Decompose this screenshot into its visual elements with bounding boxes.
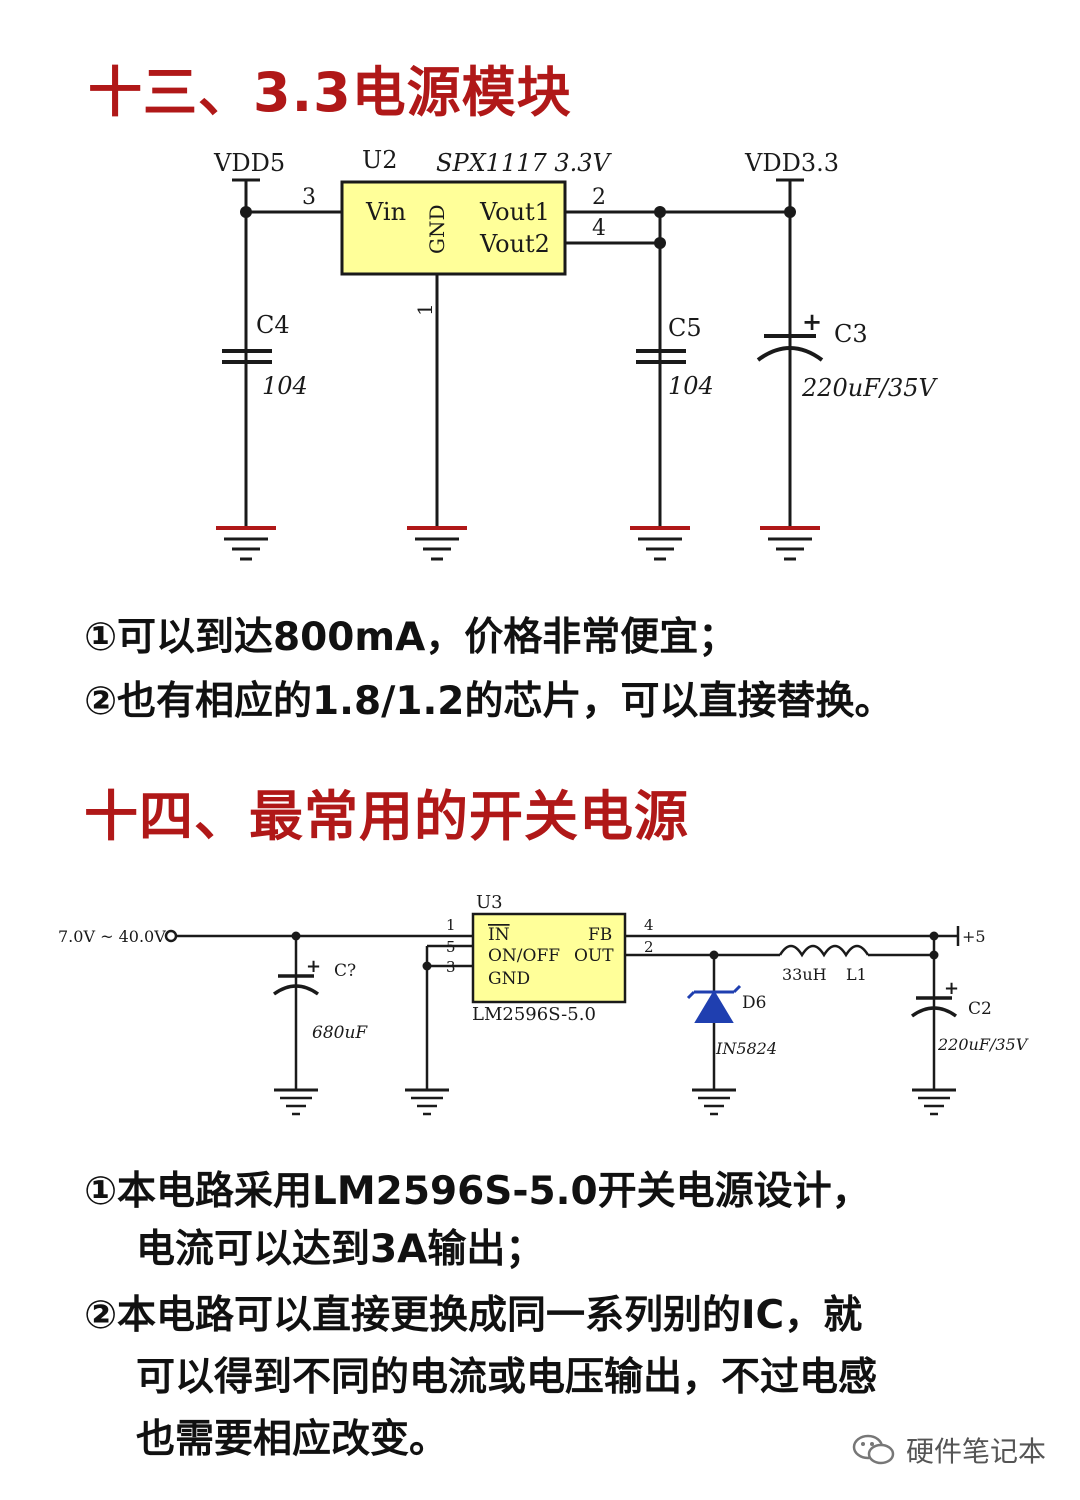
cout-ref: C2 — [968, 999, 992, 1019]
pin-gnd: GND — [488, 969, 530, 989]
input-voltage-label: 7.0V ~ 40.0V — [58, 927, 166, 946]
output-label: +5 — [962, 927, 986, 946]
c5-ref: C5 — [668, 314, 702, 342]
section2-title: 十四、最常用的开关电源 — [84, 785, 689, 848]
section1-title: 十三、3.3电源模块 — [88, 61, 572, 124]
pin-num-gnd: 3 — [446, 958, 456, 976]
section2-note-2-cont: 可以得到不同的电流或电压输出，不过电感 — [136, 1355, 878, 1400]
d6-diode — [694, 990, 734, 1023]
l1-val: 33uH — [782, 965, 827, 984]
pin-num-onoff: 5 — [446, 938, 456, 956]
u2-ref: U2 — [362, 146, 398, 174]
pin-in: IN — [488, 925, 510, 945]
section2-note-1-cont: 电流可以达到3A输出； — [136, 1227, 545, 1272]
cout-val: 220uF/35V — [937, 1035, 1029, 1054]
c3-polarity: + — [802, 307, 822, 336]
pin-vout2: Vout2 — [479, 230, 550, 258]
u3-ic-body — [471, 912, 627, 1004]
pin-gnd: GND — [425, 204, 449, 254]
c4-ref: C4 — [256, 311, 290, 339]
watermark: 硬件笔记本 — [852, 1430, 1046, 1470]
pin-vout1: Vout1 — [479, 198, 550, 226]
u2-ic-body — [340, 180, 567, 276]
c5-val: 104 — [668, 372, 714, 400]
pin-num-in: 1 — [446, 916, 456, 934]
net-vdd5: VDD5 — [213, 149, 285, 177]
pin-num-vout1: 2 — [592, 185, 606, 210]
d6-val: IN5824 — [715, 1039, 777, 1058]
pin-num-out: 2 — [644, 938, 654, 956]
d6-ref: D6 — [742, 993, 766, 1013]
c4-val: 104 — [262, 372, 308, 400]
pin-num-vin: 3 — [302, 185, 316, 210]
pin-vin: Vin — [365, 198, 406, 226]
watermark-text: 硬件笔记本 — [905, 1435, 1046, 1468]
c3-ref: C3 — [834, 320, 868, 348]
section2-note-2-end: 也需要相应改变。 — [136, 1417, 449, 1462]
cout-polarity: + — [944, 978, 959, 999]
section1-note-1: ①可以到达800mA，价格非常便宜； — [84, 615, 738, 660]
u2-part: SPX1117 3.3V — [436, 149, 613, 177]
c3-val: 220uF/35V — [801, 374, 939, 402]
wechat-icon — [852, 1434, 895, 1465]
pin-num-fb: 4 — [644, 916, 654, 934]
pin-num-vout2: 4 — [592, 216, 606, 241]
section2-note-1: ①本电路采用LM2596S-5.0开关电源设计， — [84, 1169, 871, 1214]
pin-onoff: ON/OFF — [488, 946, 560, 966]
u3-part: LM2596S-5.0 — [472, 1004, 596, 1025]
l1-ref: L1 — [846, 965, 867, 984]
u3-ref: U3 — [476, 892, 503, 913]
section2-note-2: ②本电路可以直接更换成同一系列别的IC，就 — [84, 1293, 863, 1338]
cin-ref: C? — [334, 961, 356, 981]
net-vdd33: VDD3.3 — [744, 149, 839, 177]
pin-num-gnd: 1 — [413, 303, 437, 316]
buck-schematic: 7.0V ~ 40.0V +5 U3 LM2596S-5.0 1 5 3 IN … — [58, 892, 1029, 1116]
cin-val: 680uF — [312, 1023, 368, 1043]
section1-note-2: ②也有相应的1.8/1.2的芯片，可以直接替换。 — [84, 679, 894, 724]
pin-out: OUT — [574, 946, 614, 966]
ldo-schematic: VDD5 VDD3.3 U2 SPX1117 3.3V 3 Vin GND Vo… — [213, 146, 939, 561]
cin-polarity: + — [306, 956, 321, 977]
pin-fb: FB — [588, 925, 612, 945]
